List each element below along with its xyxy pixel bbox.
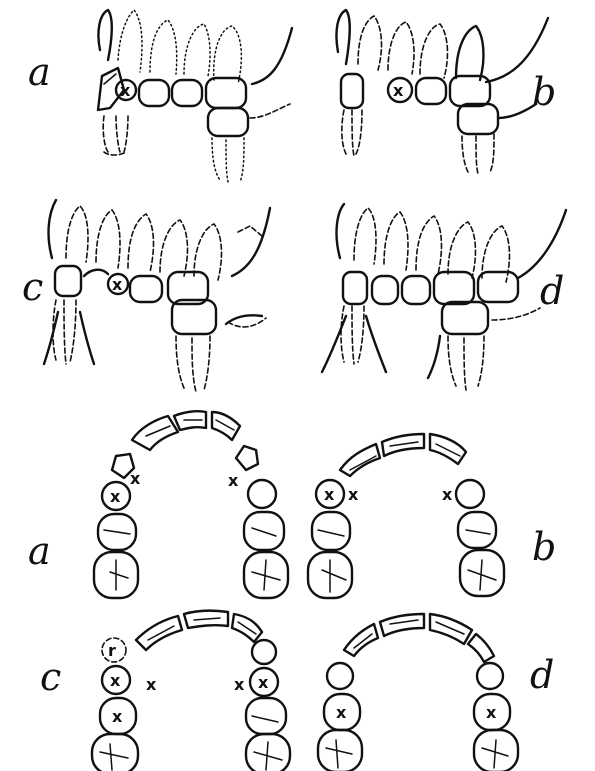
label-lateral-c: c bbox=[22, 265, 43, 309]
svg-text:x: x bbox=[112, 275, 123, 294]
svg-text:x: x bbox=[336, 703, 347, 722]
label-arch-b: b bbox=[532, 525, 556, 569]
svg-text:x: x bbox=[348, 485, 359, 504]
svg-text:x: x bbox=[120, 81, 131, 100]
arch-view-b: x x x b bbox=[308, 434, 556, 598]
svg-text:x: x bbox=[110, 487, 121, 506]
svg-text:x: x bbox=[234, 675, 245, 694]
arch-view-d: x x d bbox=[318, 614, 554, 771]
lateral-view-b: x b bbox=[336, 10, 556, 174]
svg-text:x: x bbox=[130, 469, 141, 488]
svg-text:x: x bbox=[393, 81, 404, 100]
label-lateral-d: d bbox=[540, 269, 564, 313]
lateral-view-c: x c bbox=[22, 200, 270, 392]
label-arch-d: d bbox=[530, 653, 554, 697]
svg-text:x: x bbox=[110, 671, 121, 690]
label-arch-c: c bbox=[40, 655, 61, 699]
svg-text:r: r bbox=[108, 641, 116, 660]
label-lateral-a: a bbox=[28, 50, 51, 94]
label-arch-a: a bbox=[28, 529, 51, 573]
svg-text:x: x bbox=[112, 707, 123, 726]
svg-text:x: x bbox=[146, 675, 157, 694]
arch-view-c: r x x x x x c bbox=[40, 611, 290, 771]
arch-view-a: x x x a bbox=[28, 411, 288, 598]
svg-text:x: x bbox=[486, 703, 497, 722]
svg-text:x: x bbox=[442, 485, 453, 504]
lateral-view-a: x a bbox=[28, 10, 292, 182]
svg-text:x: x bbox=[228, 471, 239, 490]
label-lateral-b: b bbox=[532, 70, 556, 114]
lateral-view-d: d bbox=[322, 204, 566, 390]
svg-text:x: x bbox=[258, 673, 269, 692]
svg-text:x: x bbox=[324, 485, 335, 504]
